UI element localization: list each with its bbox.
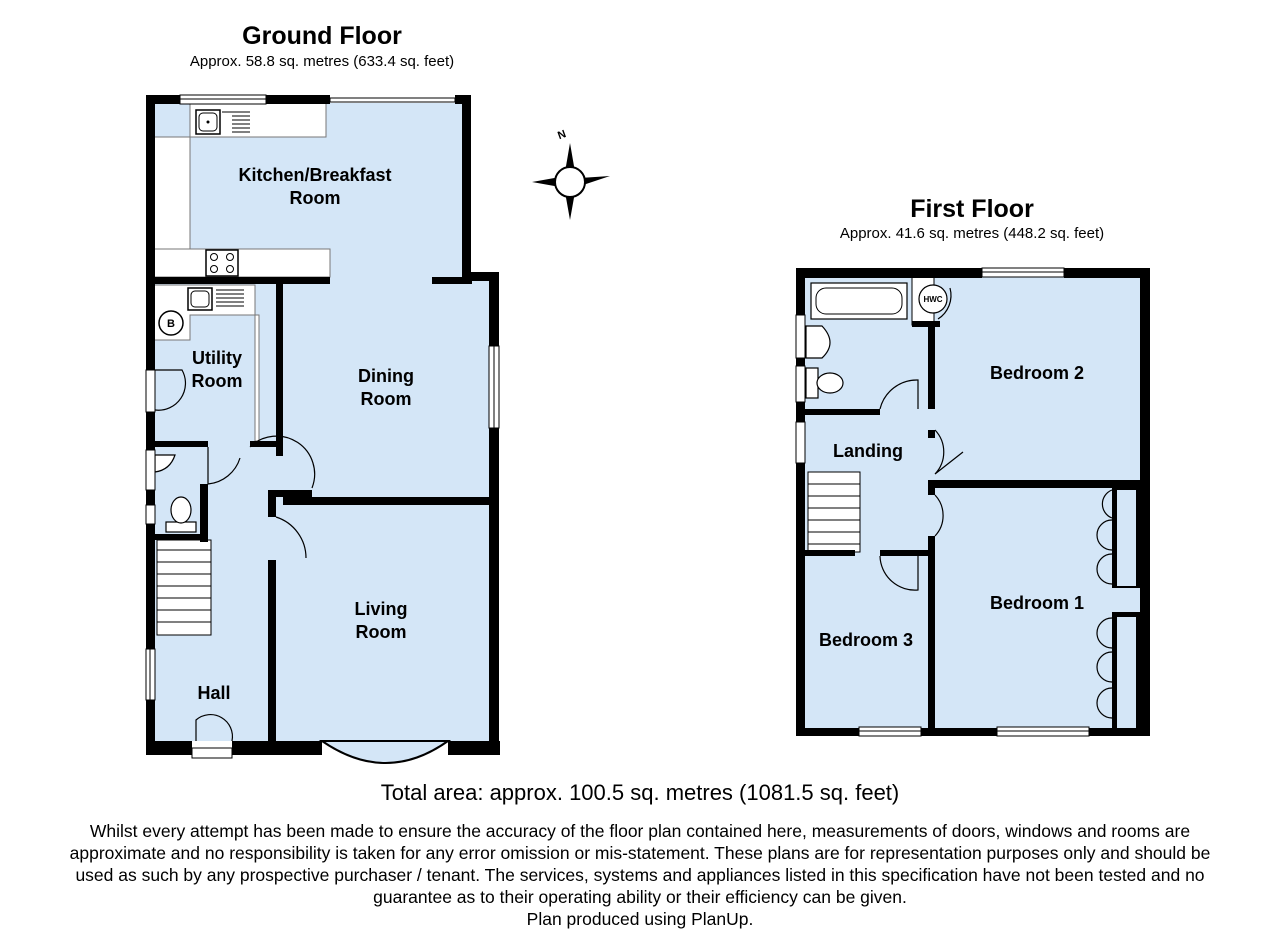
ground-stairs (156, 539, 212, 636)
first-basin-icon (805, 325, 831, 359)
first-wc-icon (805, 367, 844, 399)
ground-windows (145, 94, 500, 759)
living-label-line1: Living (355, 599, 408, 619)
living-label-line2: Room (356, 622, 407, 642)
disclaimer-line: Whilst every attempt has been made to en… (89, 821, 1191, 841)
utility-label-line1: Utility (192, 348, 242, 368)
hwc-cupboard: HWC (911, 276, 952, 326)
hwc-label: HWC (923, 295, 942, 304)
ground-floor-plan: B (145, 94, 500, 764)
kitchen-label-line1: Kitchen/Breakfast (238, 165, 391, 185)
ground-floor-title: Ground Floor (242, 22, 402, 50)
utility-unit (254, 314, 260, 442)
disclaimer-line: Plan produced using PlanUp. (526, 909, 754, 929)
disclaimer: Whilst every attempt has been made to en… (0, 820, 1280, 930)
disclaimer-line: approximate and no responsibility is tak… (69, 843, 1211, 863)
dining-label-line1: Dining (358, 366, 414, 386)
ground-floor-area: Approx. 58.8 sq. metres (633.4 sq. feet) (189, 53, 455, 70)
first-floor-title: First Floor (910, 195, 1034, 223)
first-floor-plan: HWC (795, 267, 1150, 737)
first-stairs (807, 471, 861, 553)
bedroom2-label: Bedroom 2 (990, 363, 1084, 383)
compass-icon: N (532, 128, 610, 220)
dining-utility-area (153, 281, 489, 501)
boiler-icon (158, 310, 184, 336)
ground-walls (146, 95, 500, 755)
kitchen-sink-icon (195, 109, 250, 135)
utility-sink-icon (187, 287, 244, 311)
boiler-label: B (167, 318, 175, 330)
kitchen-counter-bottom (152, 248, 331, 278)
compass-north-label: N (556, 128, 568, 142)
total-area: Total area: approx. 100.5 sq. metres (10… (380, 780, 900, 805)
bath-icon (810, 282, 908, 320)
hall-label: Hall (197, 683, 230, 703)
ground-wc-icon (165, 496, 197, 533)
floor-plan-drawing: B (145, 94, 1150, 764)
kitchen-counter-left (152, 136, 191, 250)
first-floor-windows (795, 267, 1090, 737)
bay-window (318, 740, 452, 764)
bedroom1-label: Bedroom 1 (990, 593, 1084, 613)
kitchen-label-line2: Room (290, 188, 341, 208)
ground-doors (154, 369, 316, 742)
first-floor-area: Approx. 41.6 sq. metres (448.2 sq. feet) (839, 225, 1105, 242)
dining-label-line2: Room (361, 389, 412, 409)
first-floor-walls (796, 268, 1150, 736)
utility-label-line2: Room (192, 371, 243, 391)
first-floor-doors (879, 379, 1113, 719)
disclaimer-line: used as such by any prospective purchase… (75, 865, 1205, 885)
landing-label: Landing (833, 441, 903, 461)
bedroom3-label: Bedroom 3 (819, 630, 913, 650)
hob-icon (205, 249, 239, 277)
disclaimer-line: guarantee as to their operating ability … (373, 887, 907, 907)
